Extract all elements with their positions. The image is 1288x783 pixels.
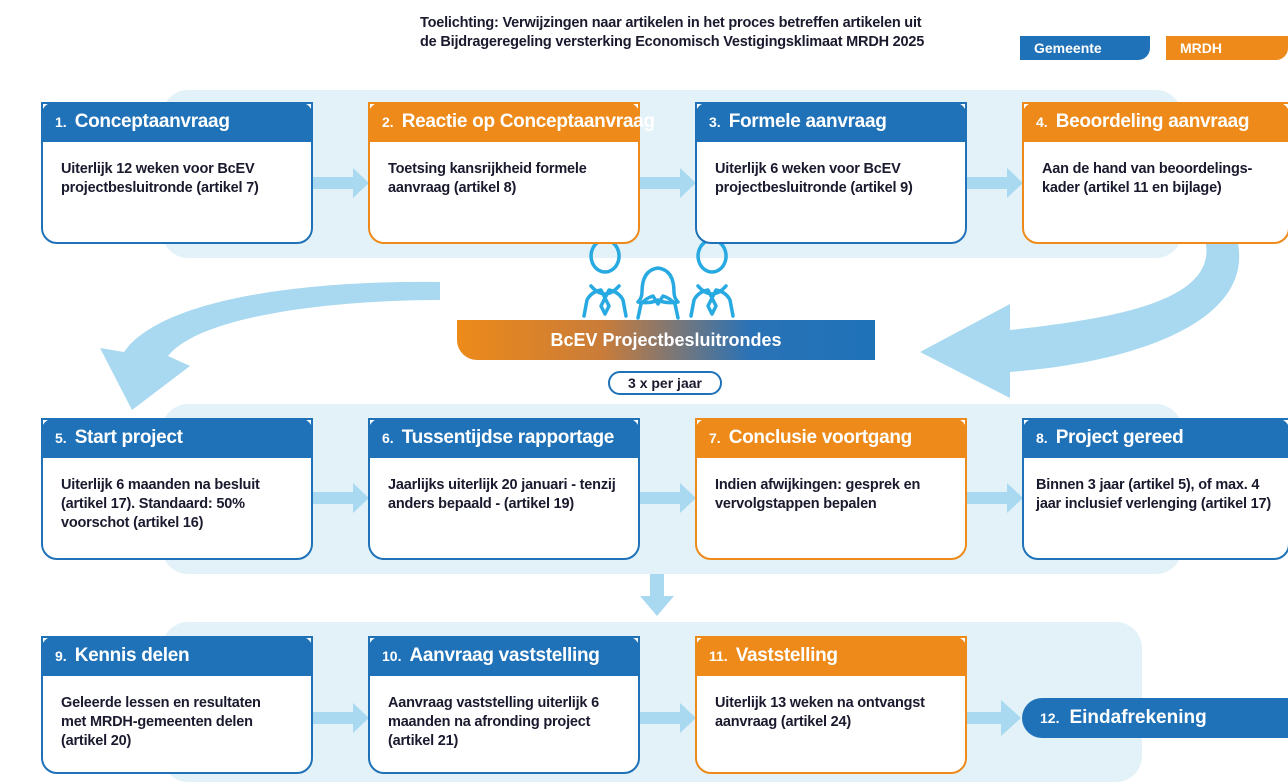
step-title: Project gereed [1055,427,1184,448]
step-title: Conceptaanvraag [74,111,230,132]
step-title: Aanvraag vaststelling [409,645,600,666]
step-description: Aan de hand van beoordelings-kader (arti… [1042,161,1253,196]
step-title: Eindafrekening [1069,707,1207,728]
step-card-2: 2. Reactie op Conceptaanvraag Toetsing k… [368,102,655,244]
step-card-12: 12. Eindafrekening [1022,698,1288,738]
step-number: 11. [709,648,728,664]
step-header-11: 11. Vaststelling [695,636,967,676]
step-header-5: 5. Start project [41,418,313,458]
step-card-5: 5. Start project Uiterlijk 6 maanden na … [41,418,313,560]
row-band-3 [162,622,1142,782]
step-header-4: 4. Beoordeling aanvraag [1022,102,1288,142]
step-card-8: 8. Project gereed Binnen 3 jaar (artikel… [1022,418,1288,560]
step-header-3: 3. Formele aanvraag [695,102,967,142]
legend-note: Toelichting: Verwijzingen naar artikelen… [420,14,980,52]
step-header-7: 7. Conclusie voortgang [695,418,967,458]
step-card-6: 6. Tussentijdse rapportage Jaarlijks uit… [368,418,640,560]
step-card-10: 10. Aanvraag vaststelling Aanvraag vasts… [368,636,640,774]
legend-note-line2: de Bijdrageregeling versterking Economis… [420,34,925,50]
step-description: Jaarlijks uiterlijk 20 januari - tenzij … [388,477,616,512]
legend-mrdh: MRDH [1166,36,1288,60]
committee-bar: BcEV Projectbesluitrondes [457,320,875,360]
step-title: Vaststelling [735,645,838,666]
step-number: 10. [382,648,402,664]
step-header-9: 9. Kennis delen [41,636,313,676]
step-number: 4. [1036,114,1048,130]
step-description: Uiterlijk 12 weken voor BcEV projectbesl… [61,161,259,196]
step-header-2: 2. Reactie op Conceptaanvraag [368,102,655,142]
step-header-8: 8. Project gereed [1022,418,1288,458]
legend-note-line1: Toelichting: Verwijzingen naar artikelen… [420,15,922,31]
step-header-10: 10. Aanvraag vaststelling [368,636,640,676]
legend-gemeente: Gemeente [1020,36,1150,60]
step-number: 1. [55,114,67,130]
step-header-6: 6. Tussentijdse rapportage [368,418,640,458]
step-header-1: 1. Conceptaanvraag [41,102,313,142]
step-card-4: 4. Beoordeling aanvraag Aan de hand van … [1022,102,1288,244]
step-title: Conclusie voortgang [728,427,913,448]
step-number: 9. [55,648,67,664]
step-card-3: 3. Formele aanvraag Uiterlijk 6 weken vo… [695,102,967,244]
people-group-icon [582,238,735,320]
arrow-1-2 [313,168,369,198]
step-title: Kennis delen [74,645,190,666]
arrow-curve-committee-5 [100,281,440,410]
frequency-badge: 3 x per jaar [608,371,722,395]
step-number: 6. [382,430,394,446]
arrow-3-4 [967,168,1023,198]
step-card-7: 7. Conclusie voortgang Indien afwijkinge… [695,418,967,560]
step-title: Start project [74,427,183,448]
arrow-2-3 [640,168,696,198]
step-card-9: 9. Kennis delen Geleerde lessen en resul… [41,636,313,774]
step-description: Aanvraag vaststelling uiterlijk 6 maande… [388,695,599,749]
step-number: 12. [1040,710,1060,726]
step-number: 5. [55,430,67,446]
arrow-7-8 [967,483,1023,513]
step-description: Toetsing kansrijkheid formele aanvraag (… [388,161,587,196]
step-description: Uiterlijk 6 maanden na besluit (artikel … [61,477,260,531]
step-number: 3. [709,114,721,130]
step-number: 7. [709,430,721,446]
step-title: Beoordeling aanvraag [1055,111,1250,132]
arrow-5-6 [313,483,369,513]
arrow-6-7 [640,483,696,513]
step-card-1: 1. Conceptaanvraag Uiterlijk 12 weken vo… [41,102,313,244]
arrow-curve-4-committee [920,244,1240,398]
step-description: Uiterlijk 13 weken na ontvangst aanvraag… [715,695,925,730]
step-number: 2. [382,114,394,130]
arrow-9-10 [313,703,369,733]
arrow-down-8-9 [640,574,674,616]
step-description: Uiterlijk 6 weken voor BcEV projectbeslu… [715,161,913,196]
step-title: Tussentijdse rapportage [401,427,615,448]
step-description: Binnen 3 jaar (artikel 5), of max. 4 jaa… [1036,477,1271,512]
step-number: 8. [1036,430,1048,446]
step-description: Geleerde lessen en resultaten met MRDH-g… [61,695,261,749]
step-title: Formele aanvraag [728,111,887,132]
arrow-10-11 [640,703,696,733]
step-title: Reactie op Conceptaanvraag [401,111,655,132]
step-description: Indien afwijkingen: gesprek en vervolgst… [715,477,921,512]
arrow-11-12 [967,700,1021,736]
step-card-11: 11. Vaststelling Uiterlijk 13 weken na o… [695,636,967,774]
